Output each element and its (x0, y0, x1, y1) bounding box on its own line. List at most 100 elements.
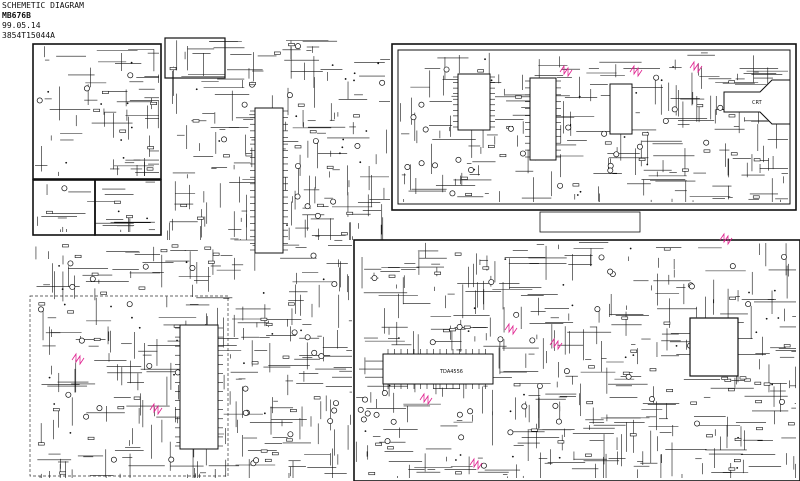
transistor-symbol (745, 301, 752, 308)
resistor-symbol (133, 396, 141, 400)
junction-dot (47, 90, 50, 93)
resistor-symbol (53, 408, 60, 412)
resistor-symbol (204, 246, 212, 250)
resistor-symbol (375, 442, 382, 446)
resistor-symbol (443, 329, 450, 333)
resistor-symbol (531, 428, 538, 432)
resistor-symbol (752, 195, 760, 199)
transistor-symbol (384, 438, 391, 445)
resistor-symbol (586, 401, 594, 405)
transistor-symbol (552, 402, 559, 409)
waveform-annotation (469, 457, 483, 471)
resistor-symbol (119, 129, 127, 133)
junction-dot (120, 139, 123, 141)
transistor-symbol (253, 457, 260, 464)
resistor-symbol (160, 249, 168, 253)
junction-dot (271, 333, 274, 335)
block-borders (32, 43, 800, 481)
junction-dot (344, 78, 347, 80)
model-number: MB676B (2, 11, 31, 20)
resistor-symbol (461, 176, 468, 180)
waveform-annotation (689, 60, 703, 74)
junction-dot (146, 217, 149, 220)
resistor-symbol (173, 324, 181, 328)
junction-dot (576, 194, 579, 196)
junction-dot (359, 161, 362, 164)
resistor-symbol (368, 472, 376, 476)
resistor-symbol (341, 232, 348, 236)
transistor-symbol (89, 276, 96, 282)
transistor-symbol (636, 143, 643, 150)
resistor-symbol (663, 247, 671, 251)
resistor-symbol (346, 211, 354, 215)
junction-dot (195, 88, 198, 91)
transistor-symbol (310, 252, 317, 259)
transistor-symbol (458, 434, 465, 441)
junction-dot (646, 163, 649, 166)
junction-dot (48, 376, 51, 379)
connector-strip (539, 211, 641, 233)
junction-dot (339, 152, 341, 155)
resistor-symbol (499, 154, 507, 158)
resistor-symbol (763, 382, 771, 386)
transistor-symbol (126, 301, 133, 308)
resistor-symbol (260, 317, 268, 321)
resistor-symbol (387, 446, 394, 450)
resistor-symbol (734, 459, 741, 463)
waveform-annotation (719, 232, 733, 246)
resistor-symbol (223, 154, 230, 158)
resistor-symbol (265, 322, 273, 326)
junction-dot (777, 317, 780, 319)
transistor-symbol (607, 268, 614, 275)
transistor-symbol (371, 275, 378, 281)
resistor-symbol (454, 252, 462, 256)
resistor-symbol (100, 291, 107, 295)
junction-dot (131, 316, 133, 319)
junction-dot (130, 61, 133, 64)
junction-dot (322, 278, 325, 281)
junction-dot (459, 454, 462, 456)
transistor-symbol (146, 362, 153, 369)
junction-dot (353, 79, 355, 82)
junction-dot (748, 291, 750, 294)
micom-ic (254, 107, 284, 254)
resistor-symbol (249, 82, 256, 86)
waveform-annotation (549, 337, 563, 351)
resistor-symbol (91, 272, 99, 276)
resistor-symbol (150, 101, 157, 105)
junction-dot (262, 292, 265, 294)
resistor-symbol (93, 337, 101, 341)
resistor-symbol (756, 427, 763, 431)
transistor-symbol (314, 212, 321, 219)
transistor-symbol (127, 72, 134, 79)
resistor-symbol (388, 274, 396, 278)
transistor-symbol (354, 143, 361, 149)
transistor-symbol (78, 337, 85, 344)
junction-dot (364, 430, 367, 433)
resistor-symbol (87, 436, 95, 440)
resistor-symbol (197, 216, 204, 220)
transistor-symbol (67, 260, 74, 267)
resistor-symbol (59, 471, 66, 475)
junction-dot (341, 146, 344, 149)
junction-dot (53, 403, 56, 405)
transistor-symbol (456, 411, 463, 418)
power-ic (179, 324, 219, 450)
dashed-region (29, 295, 229, 477)
resistor-symbol (788, 422, 795, 426)
junction-dot (672, 66, 675, 68)
resistor-symbol (585, 453, 592, 457)
junction-dot (467, 330, 470, 333)
junction-dot (675, 344, 678, 347)
transistor-symbol (563, 368, 570, 375)
resistor-symbol (513, 383, 521, 387)
resistor-symbol (696, 104, 704, 108)
transistor-symbol (432, 162, 438, 169)
transistor-symbol (781, 253, 787, 260)
resistor-symbol (690, 401, 697, 405)
transistor-symbol (536, 383, 543, 389)
transistor-symbol (242, 385, 249, 392)
diagram-title: SCHEMETIC DIAGRAM (2, 1, 84, 10)
junction-dot (523, 393, 525, 396)
resistor-symbol (728, 388, 735, 392)
